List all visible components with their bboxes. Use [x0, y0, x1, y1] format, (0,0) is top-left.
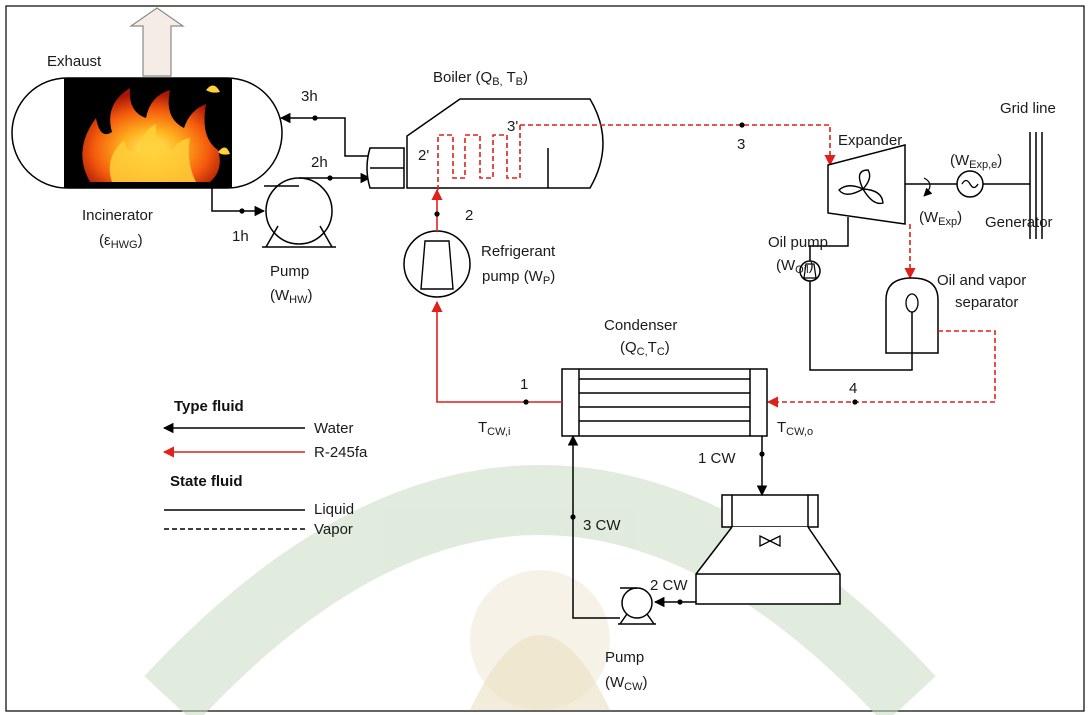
legend-liquid: Liquid	[314, 501, 354, 518]
refrigerant-pump	[403, 230, 471, 298]
state-3: 3	[737, 136, 745, 153]
state-2cw: 2 CW	[650, 577, 688, 594]
generator	[956, 170, 1030, 198]
tcw-inlet: TCW,i	[478, 419, 510, 438]
line-4-vapor	[766, 330, 996, 408]
expander-label: Expander	[838, 132, 902, 149]
pump-cw-label: Pump	[605, 649, 644, 666]
incinerator-label: Incinerator	[82, 207, 153, 224]
separator-label-1: Oil and vapor	[937, 272, 1026, 289]
expander-work: (WExp)	[919, 209, 962, 228]
line-3-vapor	[520, 124, 836, 167]
boiler-label: Boiler (QB, TB)	[433, 69, 528, 88]
cooling-tower	[695, 494, 841, 605]
legend-type-title: Type fluid	[174, 398, 244, 415]
refrigerant-pump-label-1: Refrigerant	[481, 243, 556, 260]
expander	[827, 144, 957, 225]
legend-refrigerant: R-245fa	[314, 444, 368, 461]
separator-label-2: separator	[955, 294, 1018, 311]
state-4: 4	[849, 380, 857, 397]
condenser-label: Condenser	[604, 317, 677, 334]
state-1cw: 1 CW	[698, 450, 736, 467]
line-oil-to-pump	[809, 217, 849, 262]
incinerator-effectiveness: (εHWG)	[99, 232, 143, 251]
grid-line-label: Grid line	[1000, 100, 1056, 117]
oil-pump-label: Oil pump	[768, 234, 828, 251]
pump-hw-work: (WHW)	[270, 287, 312, 306]
state-1h: 1h	[232, 228, 249, 245]
generator-label: Generator	[985, 214, 1053, 231]
refrigerant-pump-label-2: pump (WP)	[482, 268, 555, 287]
line-1h	[211, 188, 266, 217]
line-3h	[279, 112, 370, 157]
oil-vapor-separator	[885, 277, 939, 354]
exhaust-label: Exhaust	[47, 53, 102, 70]
figure-frame	[5, 5, 1085, 712]
state-3h: 3h	[301, 88, 318, 105]
generator-work: (WExp,e)	[950, 152, 1002, 171]
condenser	[561, 368, 768, 437]
boiler	[366, 98, 604, 190]
line-3cw	[567, 434, 620, 619]
condenser-param: (QC,TC)	[620, 339, 670, 358]
state-3cw: 3 CW	[583, 517, 621, 534]
cooling-water-pump	[618, 587, 656, 625]
pump-hw-label: Pump	[270, 263, 309, 280]
pump-cw-work: (WCW)	[605, 674, 647, 693]
exhaust-arrow	[129, 7, 185, 77]
grid-line	[1029, 132, 1043, 239]
state-2-prime: 2'	[418, 147, 429, 164]
oil-pump-work: (WOil)	[776, 257, 814, 276]
legend-vapor: Vapor	[314, 521, 353, 538]
line-1-liquid	[431, 300, 562, 403]
state-2: 2	[465, 207, 473, 224]
incinerator	[11, 77, 283, 189]
hot-water-pump	[262, 177, 336, 248]
tcw-outlet: TCW,o	[777, 419, 813, 438]
state-3-prime: 3'	[507, 118, 518, 135]
state-2h: 2h	[311, 154, 328, 171]
legend-water: Water	[314, 420, 353, 437]
state-1: 1	[520, 376, 528, 393]
legend-state-title: State fluid	[170, 473, 243, 490]
legend: Type fluid Water R-245fa State fluid Liq…	[162, 398, 368, 538]
